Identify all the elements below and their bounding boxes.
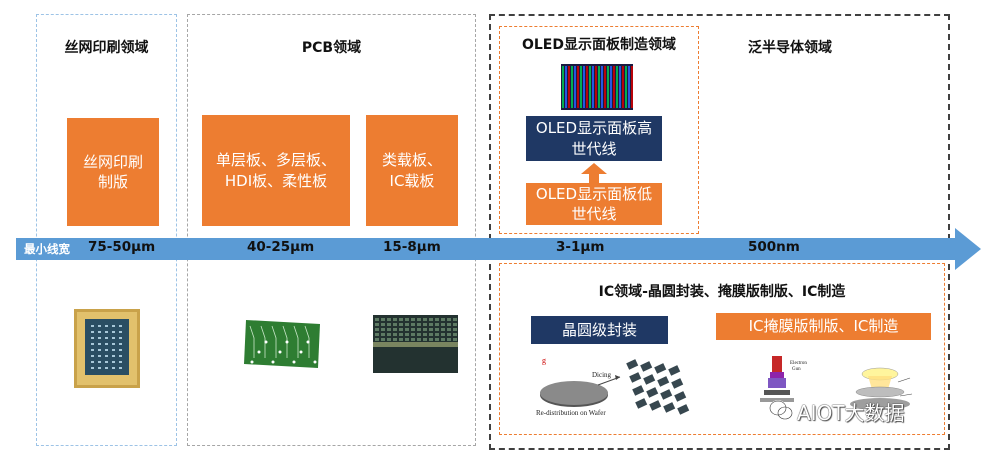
screen-plate-box: 丝网印刷 制版 <box>67 118 159 226</box>
wechat-icon <box>769 400 793 420</box>
tick-label: 40-25μm <box>247 239 315 255</box>
pcb-title: PCB领域 <box>301 40 362 56</box>
watermark-text: AIOT大数据 <box>797 401 905 425</box>
screen-printing-section <box>36 14 177 446</box>
rdl-text: Re-distribution on Wafer <box>536 409 606 417</box>
ic-title: IC领域-晶圆封装、掩膜版制版、IC制造 <box>598 284 846 300</box>
oled-low-gen-box: OLED显示面板低 世代线 <box>526 183 662 225</box>
ic-subsection <box>499 263 945 435</box>
tick-label: 500nm <box>748 239 800 255</box>
pcb-section <box>187 14 476 446</box>
ic-substrate-box: 类载板、 IC载板 <box>366 115 458 226</box>
oled-high-gen-box: OLED显示面板高 世代线 <box>526 116 662 161</box>
pcb-board-image <box>244 320 320 368</box>
screen-printing-title: 丝网印刷领域 <box>64 40 149 56</box>
oled-panel-image <box>561 64 633 110</box>
wafer-packaging-box: 晶圆级封装 <box>531 316 668 344</box>
semiconductor-title: 泛半导体领域 <box>748 40 832 56</box>
dicing-text: Dicing <box>592 371 612 379</box>
line-width-arrow <box>16 228 981 270</box>
screen-frame-image <box>74 309 140 388</box>
tick-label: 15-8μm <box>383 239 441 255</box>
semiconductor-section <box>489 14 950 450</box>
axis-label: 最小线宽 <box>24 242 70 256</box>
wafer-dicing-figure: g Dicing Re-distribution on Wafer <box>536 356 690 417</box>
up-arrow-icon <box>581 163 607 183</box>
ic-substrate-image <box>373 315 458 373</box>
oled-subsection <box>499 26 699 234</box>
figure-corner-text: g <box>542 356 546 365</box>
tick-label: 75-50μm <box>88 239 156 255</box>
pcb-board-types-box: 单层板、多层板、 HDI板、柔性板 <box>202 115 350 226</box>
ic-mask-box: IC掩膜版制版、IC制造 <box>716 313 931 340</box>
tick-label: 3-1μm <box>556 239 605 255</box>
oled-title: OLED显示面板制造领域 <box>521 37 676 53</box>
